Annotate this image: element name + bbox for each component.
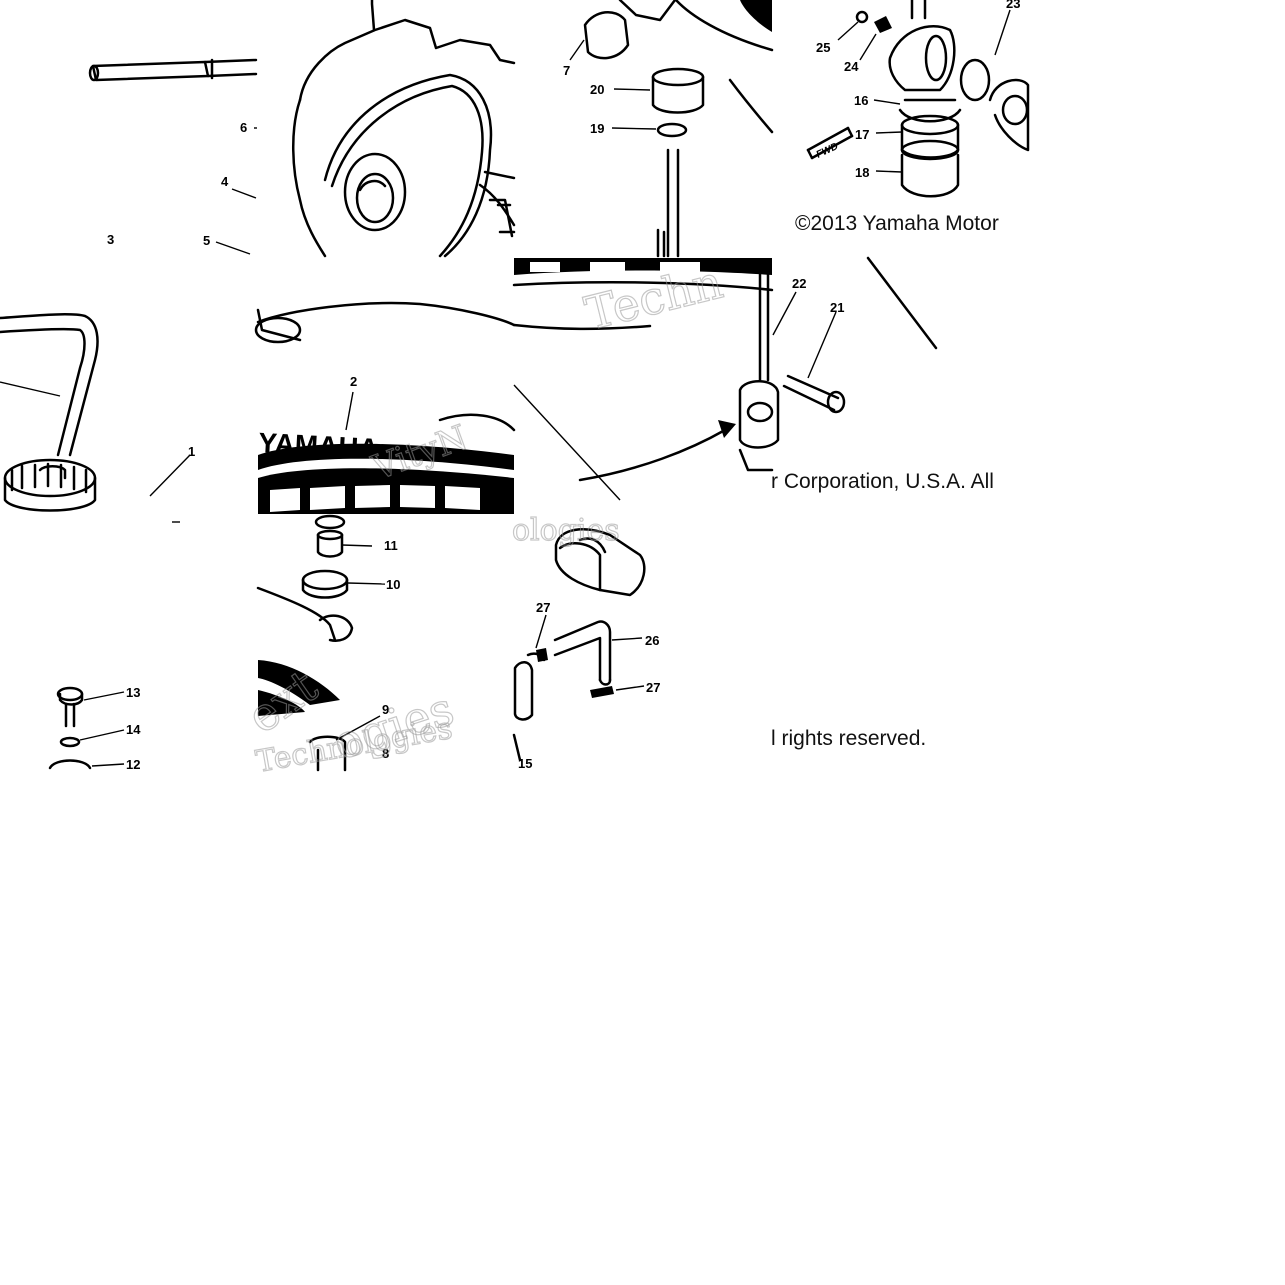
callout-7: 7: [563, 63, 570, 78]
callout-11: 11: [384, 538, 398, 553]
callout-5: 5: [203, 233, 210, 248]
tile-r2-c3: [512, 256, 938, 501]
callout-17: 17: [855, 127, 869, 142]
tile-r2-c2: YAMAHA: [254, 301, 516, 514]
callout-3: 3: [107, 232, 114, 247]
callout-6: 6: [240, 120, 247, 135]
callout-10: 10: [386, 577, 400, 592]
copyright-part-1: ©2013 Yamaha Motor: [795, 212, 999, 235]
callout-4: 4: [221, 174, 229, 189]
callout-16: 16: [854, 93, 868, 108]
tile-r1-c4: [806, 0, 1030, 198]
copyright-part-3: l rights reserved.: [771, 727, 927, 750]
tile-r1-c2: [291, 0, 516, 258]
watermark-3: ologies: [512, 513, 620, 548]
callout-labels: 1 2 3 4 5 6 7 8 9 10 11 12 13 14 15 16 1…: [107, 0, 1020, 772]
callout-25: 25: [816, 40, 830, 55]
callout-20: 20: [590, 82, 604, 97]
callout-26: 26: [645, 633, 659, 648]
callout-27-upper: 27: [536, 600, 550, 615]
callout-2: 2: [350, 374, 357, 389]
callout-19: 19: [590, 121, 604, 136]
callout-27-lower: 27: [646, 680, 660, 695]
copyright-part-2: r Corporation, U.S.A. All: [771, 470, 994, 493]
callout-8: 8: [382, 746, 389, 761]
callout-21: 21: [830, 300, 844, 315]
callout-18: 18: [855, 165, 869, 180]
callout-22: 22: [792, 276, 806, 291]
callout-23: 23: [1006, 0, 1020, 11]
callout-1: 1: [188, 444, 195, 459]
tile-r1-c1: [88, 58, 258, 255]
watermark-layer: Techn VityN ologies ext ogies Technologi…: [237, 254, 729, 781]
callout-12: 12: [126, 757, 140, 772]
watermark-4: ext: [237, 658, 327, 744]
brand-emblem: YAMAHA: [258, 427, 380, 464]
callout-24: 24: [844, 59, 859, 74]
callout-9: 9: [382, 702, 389, 717]
tile-r3-c2: [256, 514, 386, 772]
callout-13: 13: [126, 685, 140, 700]
tile-r3-c1: [48, 686, 125, 770]
tile-r2-c1: [0, 313, 191, 523]
tile-r1-c3: [569, 0, 774, 258]
tile-r3-c3: [512, 528, 646, 762]
callout-14: 14: [126, 722, 141, 737]
callout-15: 15: [518, 756, 532, 771]
